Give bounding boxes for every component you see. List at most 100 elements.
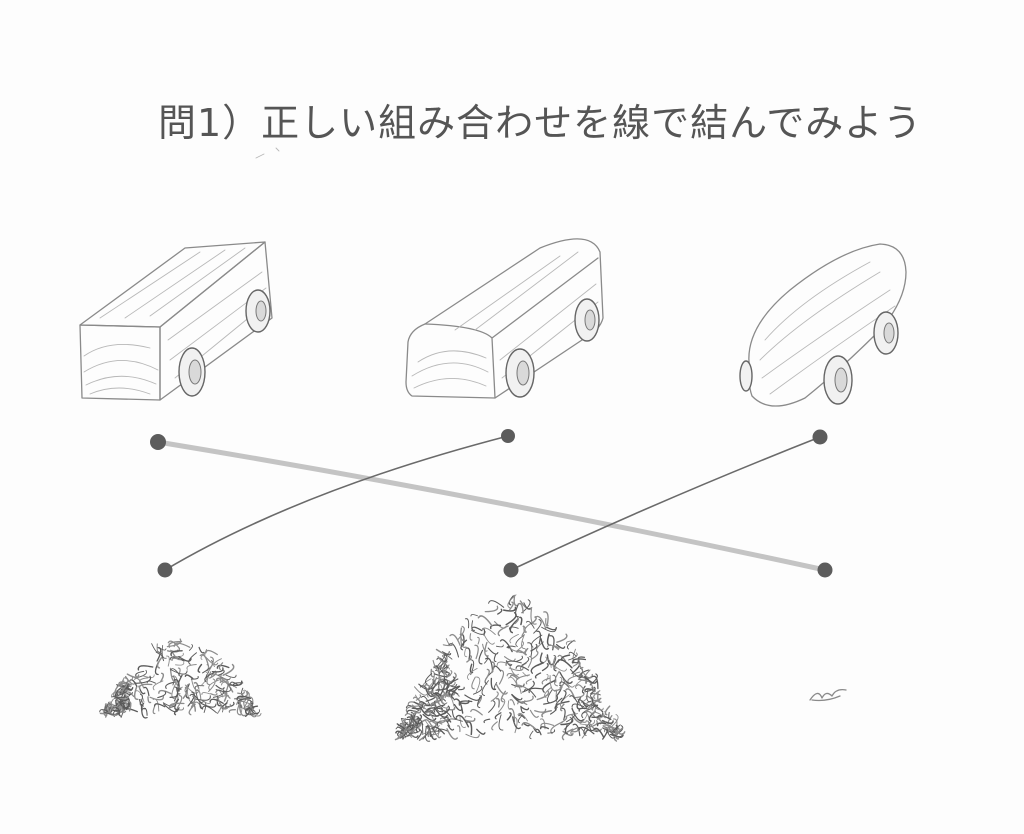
wood-shaving-curl bbox=[471, 630, 486, 635]
shavings1-connector-dot[interactable] bbox=[157, 562, 173, 578]
wood-shaving-curl bbox=[533, 618, 542, 634]
wood-shaving-curl bbox=[434, 672, 450, 678]
wood-shaving-curl bbox=[525, 620, 535, 629]
car1-front-face bbox=[79, 324, 161, 401]
wood-shaving-curl bbox=[115, 697, 130, 701]
wood-shaving-curl bbox=[433, 693, 445, 708]
wood-shaving-curl bbox=[409, 712, 417, 730]
wood-shaving-curl bbox=[466, 654, 473, 663]
wood-shaving-curl bbox=[105, 701, 110, 712]
wood-shaving-curl bbox=[133, 685, 139, 701]
wood-shaving-curl bbox=[186, 691, 195, 703]
wood-shaving-curl bbox=[189, 693, 201, 703]
wood-shaving-curl bbox=[117, 699, 126, 714]
shavings3-connector-dot[interactable] bbox=[817, 562, 833, 578]
wood-shaving-curl bbox=[156, 657, 163, 669]
wood-shaving-curl bbox=[543, 611, 549, 627]
wood-shaving-curl bbox=[455, 714, 470, 728]
wood-shaving-curl bbox=[497, 625, 509, 637]
wood-shaving-curl bbox=[188, 703, 196, 716]
car2-connector-dot[interactable] bbox=[501, 429, 515, 443]
wood-shaving-curl bbox=[483, 634, 495, 645]
wood-shaving-curl bbox=[228, 709, 236, 713]
wood-shaving-curl bbox=[576, 696, 582, 710]
connection-line-car3-to-shavings2 bbox=[510, 436, 821, 571]
stray-pencil-mark bbox=[255, 147, 280, 159]
wood-shaving-curl bbox=[529, 709, 539, 718]
wood-shaving-curl bbox=[168, 640, 183, 648]
wood-shaving-curl bbox=[418, 683, 431, 691]
wood-shaving-curl bbox=[441, 710, 452, 718]
wood-shaving-curl bbox=[457, 686, 465, 691]
wood-shaving-curl bbox=[521, 721, 537, 731]
wood-shaving-curl bbox=[506, 646, 513, 653]
wood-shaving-curl bbox=[434, 700, 443, 713]
wood-shaving-curl bbox=[209, 698, 224, 704]
car-rounded-block bbox=[405, 238, 604, 399]
wood-shaving-curl bbox=[125, 687, 133, 691]
wood-shaving-curl bbox=[176, 694, 183, 709]
wood-shaving-curl bbox=[204, 672, 215, 683]
wood-shaving-curl bbox=[143, 686, 150, 697]
wood-shaving-curl bbox=[453, 703, 463, 711]
wood-shaving-curl bbox=[578, 726, 595, 735]
wood-shaving-curl bbox=[247, 708, 256, 712]
wood-shaving-curl bbox=[445, 670, 453, 679]
wood-shaving-curl bbox=[549, 635, 555, 651]
wood-shaving-curl bbox=[464, 717, 476, 722]
wood-shaving-curl bbox=[175, 661, 185, 666]
car-rectangular-block bbox=[79, 241, 273, 401]
wood-shaving-curl bbox=[469, 663, 474, 674]
wood-shaving-curl bbox=[561, 715, 568, 723]
wood-shaving-curl bbox=[439, 681, 456, 687]
wood-shaving-curl bbox=[508, 626, 519, 630]
question-title: 問1）正しい組み合わせを線で結んでみよう bbox=[158, 101, 923, 145]
wood-shaving-curl bbox=[596, 722, 607, 727]
car1-connector-dot[interactable] bbox=[150, 434, 166, 450]
wood-shaving-curl bbox=[422, 724, 430, 740]
wood-shaving-curl bbox=[476, 728, 486, 735]
wood-shaving-curl bbox=[421, 724, 433, 736]
wood-shaving-curl bbox=[431, 693, 443, 703]
wood-shaving-curl bbox=[431, 708, 448, 717]
wood-shaving-curl bbox=[411, 704, 423, 710]
car2-body-edges bbox=[424, 257, 599, 399]
shavings2-connector-dot[interactable] bbox=[503, 562, 519, 578]
wood-shaving-curl bbox=[541, 663, 549, 672]
wood-shaving-curl bbox=[487, 647, 499, 655]
wood-shaving-curl bbox=[156, 643, 162, 654]
wood-shaving-curl bbox=[589, 673, 598, 686]
wood-shaving-curl bbox=[464, 618, 470, 629]
wood-shaving-curl bbox=[459, 715, 466, 728]
wood-shaving-curl bbox=[587, 720, 598, 728]
wood-shaving-curl bbox=[613, 724, 619, 734]
wood-shaving-curl bbox=[573, 691, 585, 699]
wood-shaving-curl bbox=[493, 665, 502, 672]
wood-shaving-curl bbox=[477, 694, 483, 705]
connection-line-car2-to-shavings1 bbox=[164, 435, 509, 571]
wood-shaving-curl bbox=[554, 700, 570, 711]
wood-shaving-curl bbox=[536, 630, 542, 645]
car-streamlined bbox=[739, 243, 907, 407]
wood-shaving-curl bbox=[213, 658, 222, 668]
wood-shaving-curl bbox=[217, 695, 228, 710]
wood-shaving-curl bbox=[171, 669, 188, 675]
wood-shaving-curl bbox=[570, 727, 579, 735]
wood-shaving-curl bbox=[569, 695, 578, 703]
wood-shaving-curl bbox=[174, 680, 183, 689]
car3-far-wheel bbox=[739, 360, 753, 392]
wood-shaving-curl bbox=[457, 625, 465, 640]
wood-shaving-curl bbox=[512, 716, 521, 730]
car2-rear-wheel-hub bbox=[584, 309, 596, 331]
car3-connector-dot[interactable] bbox=[812, 429, 828, 445]
wood-shaving-curl bbox=[438, 666, 446, 678]
wood-shaving-curl bbox=[498, 714, 504, 731]
wood-shaving-curl bbox=[446, 706, 456, 711]
wood-shaving-curl bbox=[590, 693, 601, 697]
wood-shaving-curl bbox=[507, 645, 516, 649]
wood-shaving-curl bbox=[545, 618, 549, 627]
wood-shaving-curl bbox=[547, 729, 556, 734]
wood-shaving-curl bbox=[159, 672, 165, 683]
wood-shaving-curl bbox=[201, 692, 211, 695]
wood-shaving-curl bbox=[120, 677, 125, 690]
